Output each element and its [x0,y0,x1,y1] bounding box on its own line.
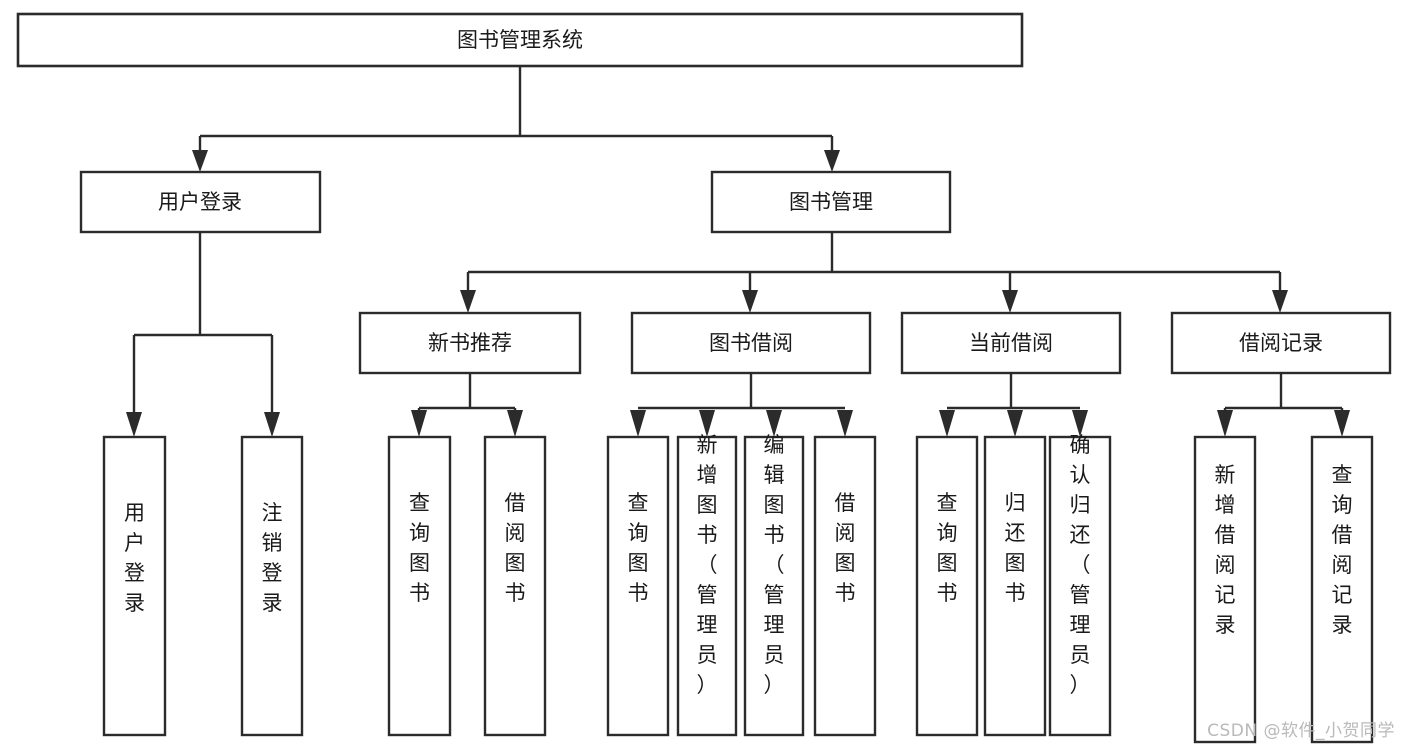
arrow-head-icon [742,290,758,313]
leaf-node-rect[interactable] [102,435,167,737]
arrow-head-icon [630,410,646,437]
leaf-node-label: 查询图书 [409,491,430,605]
leaf-node-label: 确认归还（管理员） [1070,433,1091,697]
leaf-node-rect[interactable] [1048,435,1112,737]
node-book-borrow[interactable]: 图书借阅 [630,311,872,375]
node-root-system[interactable]: 图书管理系统 [16,12,1024,68]
leaf-node-rect[interactable] [240,435,304,737]
node-borrow-record-label: 借阅记录 [1239,331,1323,355]
arrow-head-icon [460,290,476,313]
leaf-node[interactable]: 编辑图书（管理员） [743,433,805,737]
node-book-borrow-label: 图书借阅 [709,331,793,355]
leaf-node[interactable]: 新增借阅记录 [1193,435,1257,744]
arrow-head-icon [1217,410,1233,437]
node-borrow-record-rect[interactable] [1170,311,1392,375]
arrow-head-icon [837,410,853,437]
leaf-node-rect[interactable] [676,435,738,737]
arrow-head-icon [1072,410,1088,437]
node-root-rect[interactable] [16,12,1024,68]
leaf-node-rect[interactable] [983,435,1047,737]
leaf-node-rect[interactable] [813,435,877,737]
leaf-node-label: 查询图书 [628,491,649,605]
leaf-node-rect[interactable] [1310,435,1374,744]
node-user-login-rect[interactable] [79,170,322,234]
leaf-node-label: 新增图书（管理员） [697,433,718,697]
leaf-node-label: 查询借阅记录 [1332,463,1353,637]
leaf-node-rect[interactable] [483,435,547,737]
node-borrow-record[interactable]: 借阅记录 [1170,311,1392,375]
leaf-node-rect[interactable] [743,435,805,737]
arrow-head-icon [192,150,208,172]
leaf-node-label: 注销登录 [262,501,283,615]
leaf-node-label: 归还图书 [1005,491,1026,605]
leaf-node-label: 用户登录 [124,501,145,615]
leaf-node[interactable]: 查询图书 [915,435,979,737]
leaf-node[interactable]: 借阅图书 [483,435,547,737]
node-book-borrow-rect[interactable] [630,311,872,375]
connector-layer [126,66,1350,437]
arrow-head-icon [766,410,782,437]
node-new-book-recommend-label: 新书推荐 [428,331,512,355]
node-layer: 图书管理系统 用户登录 图书管理 新书推荐 图书借阅 当前 [16,12,1392,744]
node-current-borrow-label: 当前借阅 [969,331,1053,355]
leaf-node[interactable]: 注销登录 [240,435,304,737]
leaf-node[interactable]: 查询图书 [387,435,452,737]
node-current-borrow-rect[interactable] [900,311,1122,375]
arrow-head-icon [507,410,523,437]
arrow-head-icon [1272,290,1288,313]
leaf-node-label: 借阅图书 [835,491,856,605]
arrow-head-icon [1002,290,1018,313]
leaf-node-label: 新增借阅记录 [1215,463,1236,637]
arrow-head-icon [824,150,840,172]
leaf-node-label: 编辑图书（管理员） [764,433,785,697]
arrow-head-icon [411,410,427,437]
watermark-text: CSDN @软件_小贺同学 [1207,721,1395,741]
leaf-node-label: 借阅图书 [505,491,526,605]
leaf-node-rect[interactable] [1193,435,1257,744]
leaf-node[interactable]: 新增图书（管理员） [676,433,738,737]
leaf-node[interactable]: 查询图书 [606,435,670,737]
node-book-manage-label: 图书管理 [789,190,873,214]
leaf-node-rect[interactable] [915,435,979,737]
leaf-node[interactable]: 查询借阅记录 [1310,435,1374,744]
leaf-node-rect[interactable] [387,435,452,737]
arrow-head-icon [126,412,142,437]
node-new-book-recommend-rect[interactable] [358,311,582,375]
arrow-head-icon [264,412,280,437]
node-new-book-recommend[interactable]: 新书推荐 [358,311,582,375]
leaf-node[interactable]: 确认归还（管理员） [1048,433,1112,737]
arrow-head-icon [699,410,715,437]
node-root-label: 图书管理系统 [457,28,583,52]
node-user-login[interactable]: 用户登录 [79,170,322,234]
node-book-manage[interactable]: 图书管理 [710,170,952,234]
leaf-node-rect[interactable] [606,435,670,737]
arrow-head-icon [1007,410,1023,437]
leaf-node-layer: 用户登录 注销登录 查询图书 借阅图书 查询图书 新增图书（管理员） 编辑图书（管理员） 借阅… [102,433,1374,744]
node-book-manage-rect[interactable] [710,170,952,234]
leaf-node[interactable]: 借阅图书 [813,435,877,737]
leaf-node[interactable]: 归还图书 [983,435,1047,737]
node-user-login-label: 用户登录 [158,190,242,214]
node-current-borrow[interactable]: 当前借阅 [900,311,1122,375]
leaf-node-label: 查询图书 [937,491,958,605]
leaf-node[interactable]: 用户登录 [102,435,167,737]
arrow-head-icon [1334,410,1350,437]
arrow-head-icon [939,410,955,437]
